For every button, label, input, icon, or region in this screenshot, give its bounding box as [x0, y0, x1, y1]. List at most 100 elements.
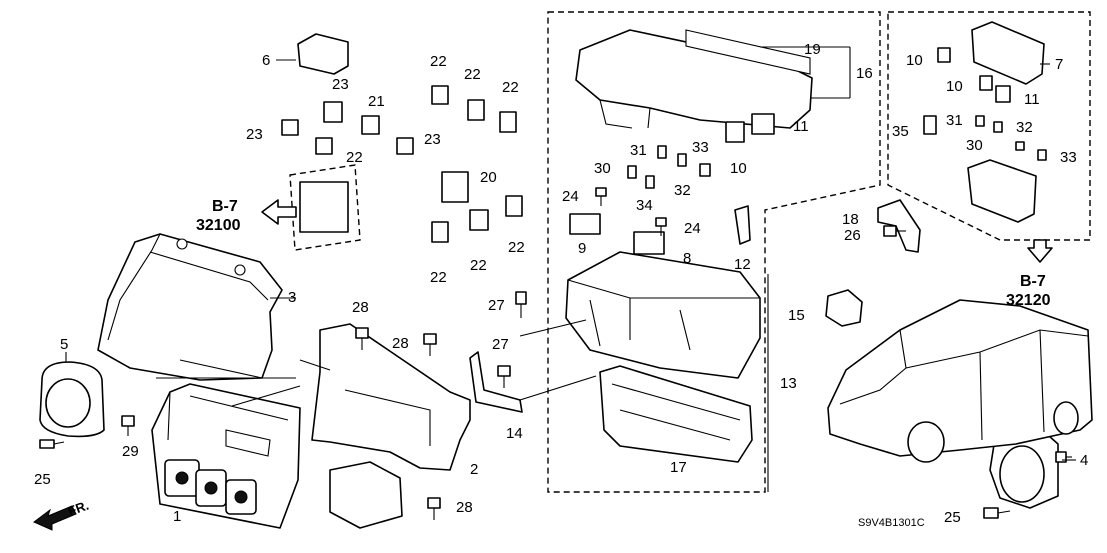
callout-22d: 22 [346, 149, 363, 166]
callout-11b: 11 [1024, 91, 1040, 108]
callout-25b: 25 [944, 509, 961, 526]
cover-detail [107, 233, 269, 379]
ecu-detail [167, 391, 289, 457]
ref-right-group: B-7 [1020, 273, 1046, 290]
bolt [883, 225, 906, 237]
relay-small [441, 171, 469, 203]
relay-part-10 [725, 121, 745, 143]
relay-small [431, 221, 449, 243]
bolt [423, 333, 437, 356]
callout-27a: 27 [488, 297, 505, 314]
relay-small [469, 209, 489, 231]
callout-15: 15 [788, 307, 805, 324]
callout-28c: 28 [456, 499, 473, 516]
callout-labels: 1 2 3 4 5 6 7 8 9 10 10 10 11 11 12 13 1… [34, 41, 1088, 526]
bracket-part-18 [877, 199, 921, 253]
relay-small [505, 195, 523, 217]
vehicle-outline [827, 299, 1093, 457]
cover-screw [176, 238, 188, 250]
vehicle-wheel [1053, 401, 1079, 435]
fuse-box-part-13 [565, 251, 761, 379]
callout-8: 8 [683, 250, 691, 267]
callout-23b: 23 [246, 126, 263, 143]
callout-14: 14 [506, 425, 523, 442]
fuse-small [993, 121, 1003, 133]
tray-part-17 [599, 365, 753, 463]
bolt [1055, 451, 1072, 463]
callout-5: 5 [60, 336, 68, 353]
bolt [497, 365, 511, 388]
callout-33a: 33 [692, 139, 709, 156]
callout-21: 21 [368, 93, 385, 110]
clip-part-12 [734, 205, 751, 245]
arrow-down-icon [1027, 239, 1053, 263]
callout-6: 6 [262, 52, 270, 69]
ref-left-group: B-7 [212, 198, 238, 215]
callout-22c: 22 [502, 79, 519, 96]
relay-part-10c [979, 75, 993, 91]
callout-2: 2 [470, 461, 478, 478]
relay-part-10b [937, 47, 951, 63]
callout-24b: 24 [684, 220, 701, 237]
callout-10a: 10 [730, 160, 747, 177]
callout-20: 20 [480, 169, 497, 186]
fuse-small [645, 175, 655, 189]
callout-28b: 28 [392, 335, 409, 352]
relay-part-35 [923, 115, 937, 135]
ref-right-part: 32120 [1006, 292, 1051, 309]
bolt [983, 507, 1011, 519]
fuse-small [975, 115, 985, 127]
callout-31a: 31 [630, 142, 647, 159]
label-part-19 [685, 29, 811, 75]
ref-left-part: 32100 [196, 217, 241, 234]
arrow-front-icon [33, 505, 77, 531]
fuse-box-frame [547, 11, 881, 493]
fuse-small [1037, 149, 1047, 161]
relay-small [431, 85, 449, 105]
callout-32a: 32 [674, 182, 691, 199]
callout-30a: 30 [594, 160, 611, 177]
bracket-lower [329, 461, 403, 529]
callout-26: 26 [844, 227, 861, 244]
callout-22b: 22 [464, 66, 481, 83]
callout-35: 35 [892, 123, 909, 140]
callout-3: 3 [288, 289, 296, 306]
callout-4: 4 [1080, 452, 1088, 469]
fuse-small [627, 165, 637, 179]
relay-small [281, 119, 299, 136]
callout-10c: 10 [946, 78, 963, 95]
relay-small [396, 137, 414, 155]
relay-small [323, 101, 343, 123]
callout-16: 16 [856, 65, 873, 82]
relay-part-11 [751, 113, 775, 135]
relay-box-part-7 [971, 21, 1045, 85]
callout-25a: 25 [34, 471, 51, 488]
ring-opening [45, 378, 91, 428]
bolt [39, 439, 65, 449]
connector-pin [175, 471, 189, 485]
fuse-cover-detail [599, 99, 651, 129]
callout-24a: 24 [562, 188, 579, 205]
callout-29: 29 [122, 443, 139, 460]
bolt [427, 497, 441, 520]
bolt [515, 291, 527, 318]
fuse-small [657, 145, 667, 159]
connector-pin [204, 481, 218, 495]
callout-31b: 31 [946, 112, 963, 129]
cover-screw [234, 264, 246, 276]
callout-22f: 22 [470, 257, 487, 274]
vehicle-detail [839, 329, 1089, 441]
connector-pin [234, 490, 248, 504]
arrow-left-icon [261, 199, 297, 225]
bolt [121, 415, 135, 436]
relay-part-8 [633, 231, 665, 255]
relay-small [499, 111, 517, 133]
callout-17: 17 [670, 459, 687, 476]
callout-19: 19 [804, 41, 821, 58]
relay-holder [299, 181, 349, 233]
callout-1: 1 [173, 508, 181, 525]
callout-10b: 10 [906, 52, 923, 69]
vehicle-wheel [907, 421, 945, 463]
tray-detail [611, 383, 741, 441]
